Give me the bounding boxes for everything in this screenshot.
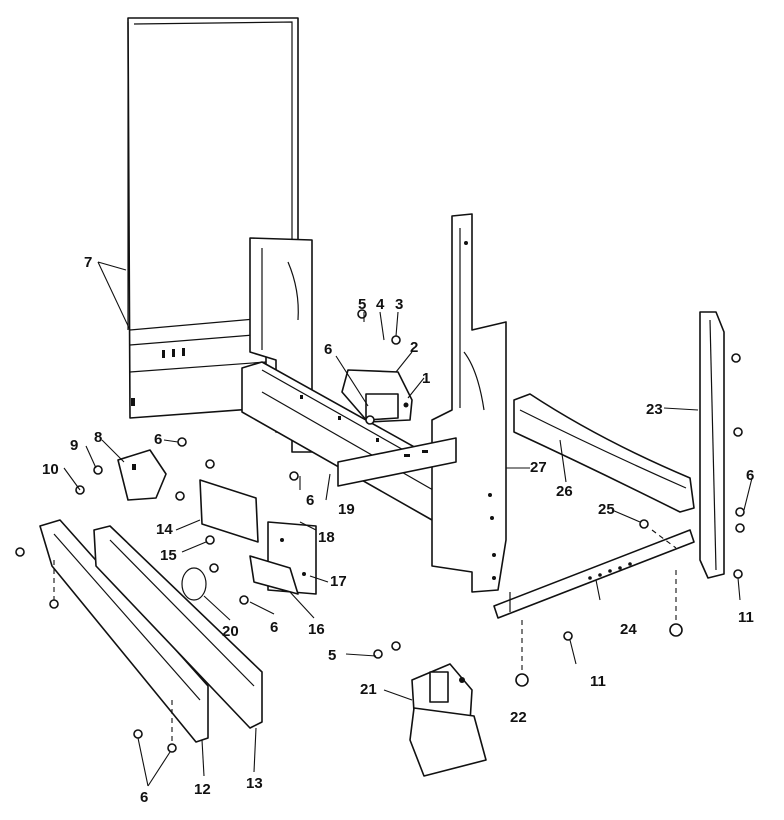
fasteners xyxy=(15,309,745,753)
part-label-19: 19 xyxy=(338,501,355,518)
part-label-6: 6 xyxy=(324,341,332,358)
part-label-27: 27 xyxy=(530,459,547,476)
slide-rail-part xyxy=(337,437,457,487)
part-label-23: 23 xyxy=(646,401,663,418)
part-label-10: 10 xyxy=(42,461,59,478)
part-label-24: 24 xyxy=(620,621,637,638)
base-rail-12-part xyxy=(39,519,209,743)
part-label-11: 11 xyxy=(590,673,606,690)
part-label-5: 5 xyxy=(328,647,336,664)
part-label-25: 25 xyxy=(598,501,615,518)
right-support-part xyxy=(431,213,507,593)
lower-angle-bracket-part xyxy=(493,529,695,619)
part-label-18: 18 xyxy=(318,529,335,546)
diagonal-brace-part xyxy=(513,393,695,513)
terminal-block-part xyxy=(199,479,259,543)
part-label-15: 15 xyxy=(160,547,177,564)
leader-lines xyxy=(63,261,753,787)
part-label-12: 12 xyxy=(194,781,211,798)
part-label-3: 3 xyxy=(395,296,403,313)
part-label-1: 1 xyxy=(422,370,430,387)
base-rail-13-part xyxy=(93,525,263,729)
part-labels: 1 2 3 4 5 6 7 8 6 9 10 23 6 27 26 25 6 1… xyxy=(42,254,754,806)
part-label-20: 20 xyxy=(222,623,239,640)
hinge-bracket-part xyxy=(341,369,413,423)
part-label-6: 6 xyxy=(306,492,314,509)
assembly-lines xyxy=(53,529,677,744)
part-label-17: 17 xyxy=(330,573,347,590)
part-label-5: 5 xyxy=(358,296,366,313)
right-rail-part xyxy=(699,311,725,579)
part-label-4: 4 xyxy=(376,296,385,313)
part-label-9: 9 xyxy=(70,437,78,454)
switch-part xyxy=(117,449,167,501)
part-label-7: 7 xyxy=(84,254,92,271)
part-label-16: 16 xyxy=(308,621,325,638)
part-label-21: 21 xyxy=(360,681,377,698)
part-label-11: 11 xyxy=(738,609,754,626)
part-label-26: 26 xyxy=(556,483,573,500)
part-label-8: 8 xyxy=(94,429,102,446)
latch-assembly-part xyxy=(409,663,487,777)
part-label-6: 6 xyxy=(154,431,162,448)
part-label-6: 6 xyxy=(140,789,148,806)
part-label-6: 6 xyxy=(270,619,278,636)
part-label-2: 2 xyxy=(410,339,418,356)
wire-tie-part xyxy=(181,567,207,601)
part-label-14: 14 xyxy=(156,521,173,538)
part-label-6: 6 xyxy=(746,467,754,484)
part-label-13: 13 xyxy=(246,775,263,792)
clamp-part xyxy=(249,555,299,595)
part-label-22: 22 xyxy=(510,709,527,726)
